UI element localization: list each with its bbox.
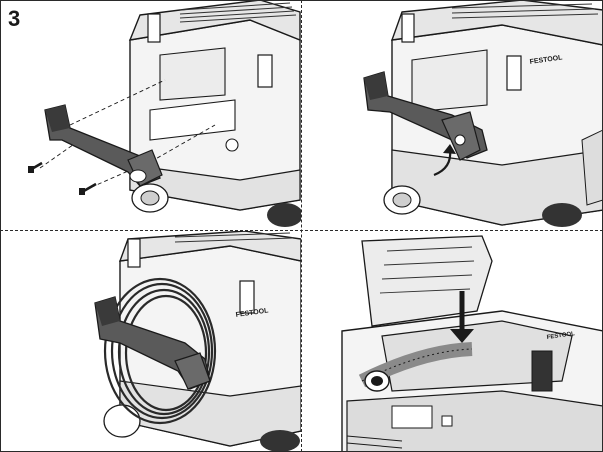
panel-1-attach-handle bbox=[0, 0, 301, 230]
panel-3-wind-cable: FESTOOL bbox=[0, 231, 301, 452]
illustration-handle-locked: FESTOOL bbox=[363, 0, 603, 227]
panel-2-lock-handle: FESTOOL bbox=[302, 0, 603, 230]
illustration-handle-exploded bbox=[28, 0, 301, 227]
brand-logo: FESTOOL bbox=[235, 307, 269, 319]
illustration-open-lid-hose: FESTOOL bbox=[341, 235, 603, 452]
panel-divider-horizontal bbox=[0, 230, 603, 231]
illustration-cable-wound: FESTOOL bbox=[94, 231, 301, 452]
panel-divider-vertical bbox=[301, 0, 302, 452]
panel-4-insert-hose: FESTOOL bbox=[302, 231, 603, 452]
step-number: 3 bbox=[8, 6, 21, 31]
brand-logo: FESTOOL bbox=[529, 54, 563, 66]
brand-logo: FESTOOL bbox=[546, 331, 575, 341]
